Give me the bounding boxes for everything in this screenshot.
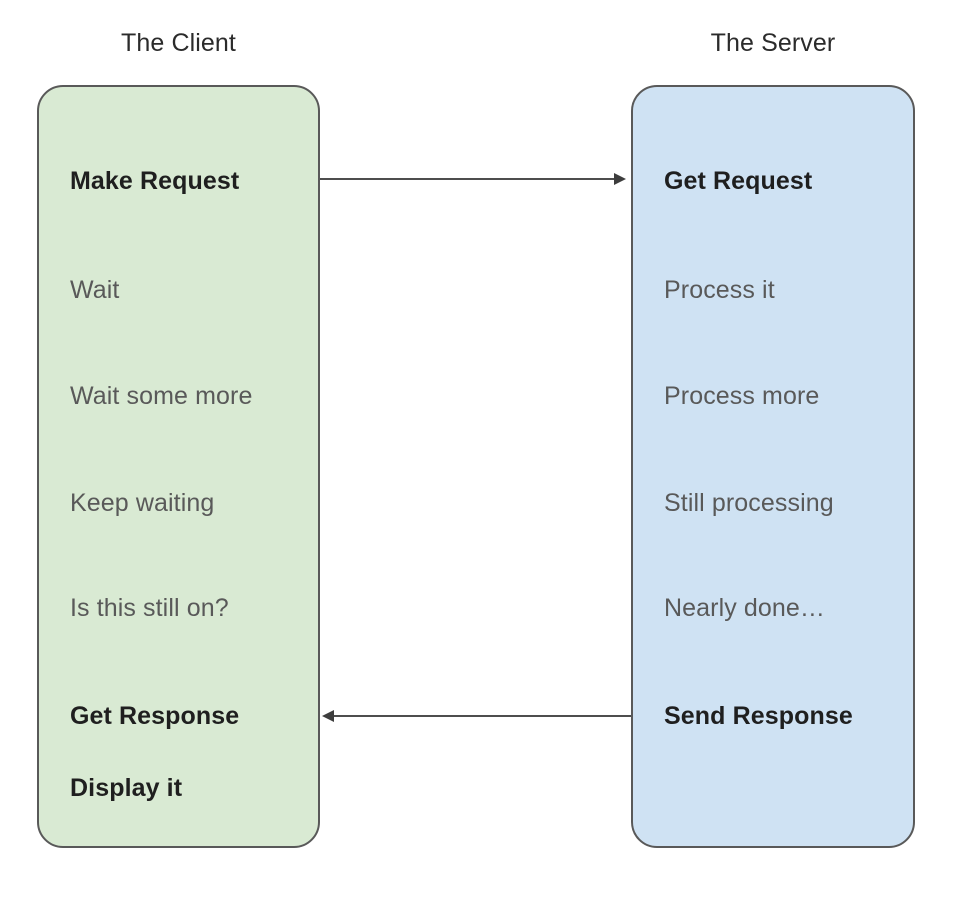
client-step-1: Make Request bbox=[70, 167, 240, 195]
client-lane-title: The Client bbox=[121, 29, 236, 57]
server-step-5: Nearly done… bbox=[664, 594, 826, 622]
client-step-5: Is this still on? bbox=[70, 594, 229, 622]
client-step-7: Display it bbox=[70, 774, 183, 802]
request-arrow-line bbox=[320, 178, 616, 180]
client-step-3: Wait some more bbox=[70, 382, 253, 410]
server-step-4: Still processing bbox=[664, 489, 834, 517]
client-step-4: Keep waiting bbox=[70, 489, 215, 517]
request-arrow-head-icon bbox=[614, 173, 626, 185]
server-step-6: Send Response bbox=[664, 702, 853, 730]
server-lane-title: The Server bbox=[710, 29, 836, 57]
response-arrow-head-icon bbox=[322, 710, 334, 722]
response-arrow-line bbox=[334, 715, 631, 717]
server-step-2: Process it bbox=[664, 276, 775, 304]
server-step-3: Process more bbox=[664, 382, 820, 410]
server-step-1: Get Request bbox=[664, 167, 813, 195]
client-step-2: Wait bbox=[70, 276, 120, 304]
client-step-6: Get Response bbox=[70, 702, 240, 730]
